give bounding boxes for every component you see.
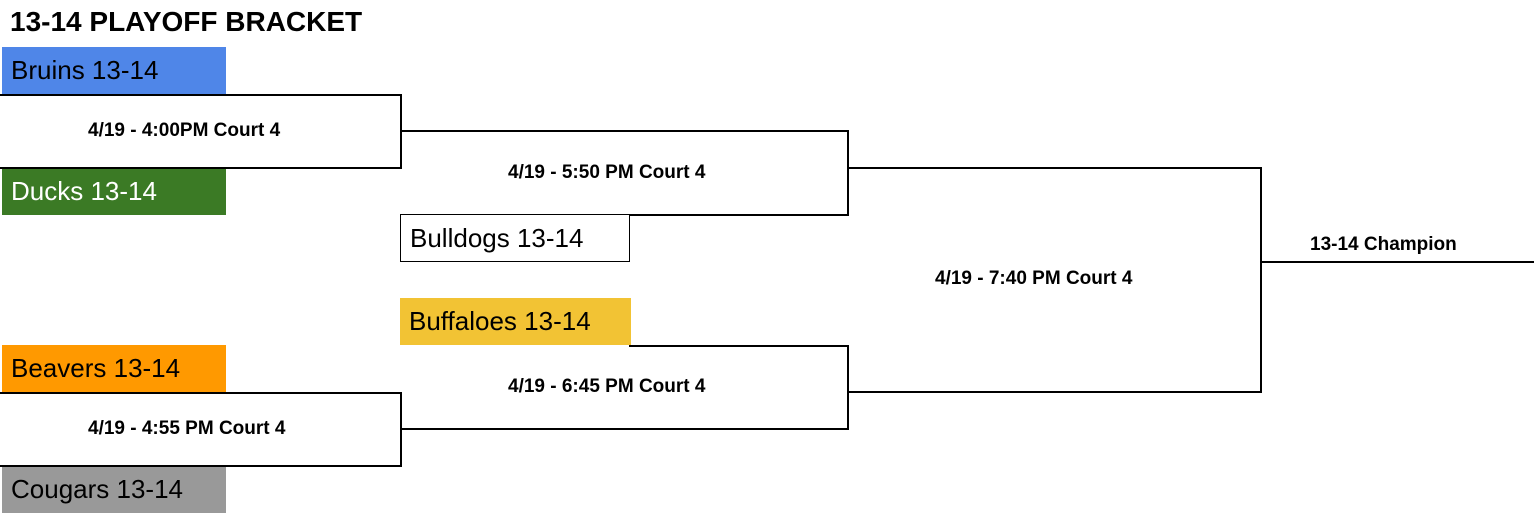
bracket-line <box>847 391 1261 393</box>
team-ducks: Ducks 13-14 <box>2 168 226 215</box>
bracket-line <box>847 345 849 430</box>
team-bruins: Bruins 13-14 <box>2 47 226 94</box>
bracket-line <box>1260 167 1262 393</box>
game-label-4: 4/19 - 6:45 PM Court 4 <box>508 376 706 397</box>
bracket-line <box>400 130 848 132</box>
game-label-3: 4/19 - 7:40 PM Court 4 <box>935 268 1133 289</box>
bracket-line <box>1260 261 1534 263</box>
bracket-line <box>400 428 848 430</box>
bracket-line <box>0 167 401 169</box>
bracket-line <box>400 392 402 467</box>
game-label-1: 4/19 - 4:00PM Court 4 <box>88 120 281 141</box>
bracket-title: 13-14 PLAYOFF BRACKET <box>10 6 363 37</box>
bracket-line <box>629 345 848 347</box>
bracket-line <box>0 465 401 467</box>
bracket-line <box>400 94 402 169</box>
team-bulldogs: Bulldogs 13-14 <box>400 214 630 262</box>
game-label-5: 4/19 - 4:55 PM Court 4 <box>88 418 286 439</box>
game-label-2: 4/19 - 5:50 PM Court 4 <box>508 162 706 183</box>
champion-label: 13-14 Champion <box>1310 234 1457 255</box>
bracket-line <box>629 214 848 216</box>
team-cougars: Cougars 13-14 <box>2 466 226 513</box>
bracket-line <box>0 392 401 394</box>
bracket-line <box>847 167 1261 169</box>
team-beavers: Beavers 13-14 <box>2 345 226 392</box>
bracket-line <box>0 94 401 96</box>
team-buffaloes: Buffaloes 13-14 <box>400 298 631 345</box>
bracket-line <box>847 130 849 216</box>
